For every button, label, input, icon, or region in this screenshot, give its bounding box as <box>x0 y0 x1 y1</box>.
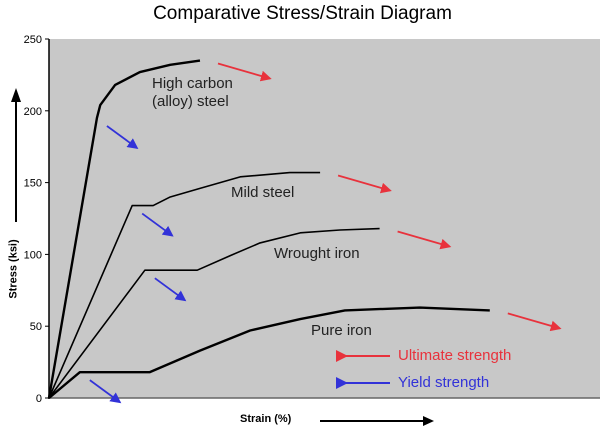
x-axis-label: Strain (%) <box>240 413 292 425</box>
series-label-mild-steel: Mild steel <box>231 184 295 201</box>
y-direction-arrowhead <box>11 88 21 102</box>
y-tick-label: 0 <box>36 393 42 405</box>
yield-strength-arrow <box>89 379 122 404</box>
yield-strength-arrow <box>141 212 174 237</box>
legend-ultimate-label: Ultimate strength <box>398 347 512 364</box>
ultimate-strength-arrow <box>217 62 272 82</box>
series-label-pure-iron: Pure iron <box>311 322 372 339</box>
x-direction-arrowhead <box>423 416 434 426</box>
series-line-wrought-iron <box>48 227 380 399</box>
series-line-high-carbon-alloy-steel <box>47 59 201 399</box>
legend-yield-label: Yield strength <box>398 374 490 391</box>
y-axis-label: Stress (ksi) <box>7 239 20 299</box>
series-label-high-carbon-1: High carbon <box>152 75 233 92</box>
y-tick-label: 150 <box>24 178 42 190</box>
y-tick-label: 50 <box>30 321 42 333</box>
series-label-wrought-iron: Wrought iron <box>274 245 360 262</box>
series-line-pure-iron <box>48 306 490 399</box>
series-line-mild-steel <box>48 171 321 399</box>
yield-strength-arrow <box>106 125 139 150</box>
y-tick-label: 250 <box>24 34 42 46</box>
plot-area <box>49 39 600 398</box>
y-tick-label: 200 <box>24 106 42 118</box>
ultimate-strength-arrow <box>507 312 562 332</box>
y-tick-label: 100 <box>24 249 42 261</box>
ultimate-strength-arrow <box>337 174 392 194</box>
yield-strength-arrow <box>154 277 187 302</box>
chart-title: Comparative Stress/Strain Diagram <box>153 3 452 24</box>
ultimate-strength-arrow <box>397 230 452 250</box>
series-label-high-carbon-2: (alloy) steel <box>152 93 229 110</box>
